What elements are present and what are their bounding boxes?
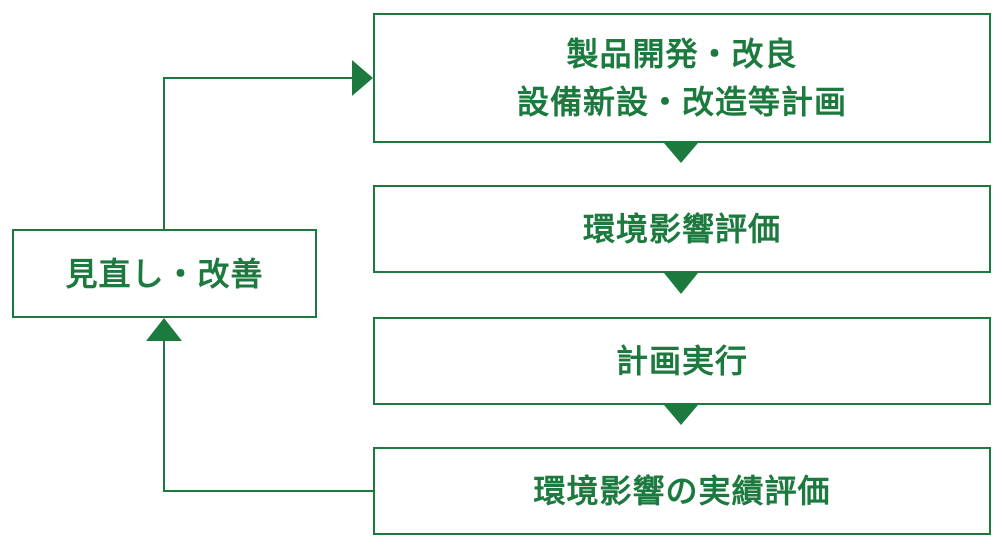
- feedback-line-top: [163, 77, 352, 229]
- step-product-development-plan: 製品開発・改良 設備新設・改造等計画: [373, 13, 991, 143]
- step-execution-label: 計画実行: [615, 342, 748, 380]
- step-environmental-impact-assessment: 環境影響評価: [373, 185, 991, 273]
- arrow-down-eia-to-exec: [664, 273, 698, 294]
- step-plan-label-line2: 設備新設・改造等計画: [516, 83, 847, 121]
- arrow-right-to-plan: [352, 60, 373, 96]
- step-eia-label: 環境影響評価: [582, 210, 781, 248]
- step-performance-evaluation: 環境影響の実績評価: [373, 447, 991, 535]
- arrow-up-to-review: [146, 318, 182, 341]
- step-performance-label: 環境影響の実績評価: [533, 472, 831, 510]
- step-plan-execution: 計画実行: [373, 317, 991, 405]
- step-review-label: 見直し・改善: [65, 254, 264, 293]
- arrow-down-exec-to-perf: [664, 405, 698, 425]
- feedback-line-bottom: [163, 341, 373, 492]
- step-plan-label-line1: 製品開発・改良: [566, 35, 798, 73]
- arrow-down-plan-to-eia: [664, 143, 698, 163]
- step-review-improvement: 見直し・改善: [12, 229, 317, 318]
